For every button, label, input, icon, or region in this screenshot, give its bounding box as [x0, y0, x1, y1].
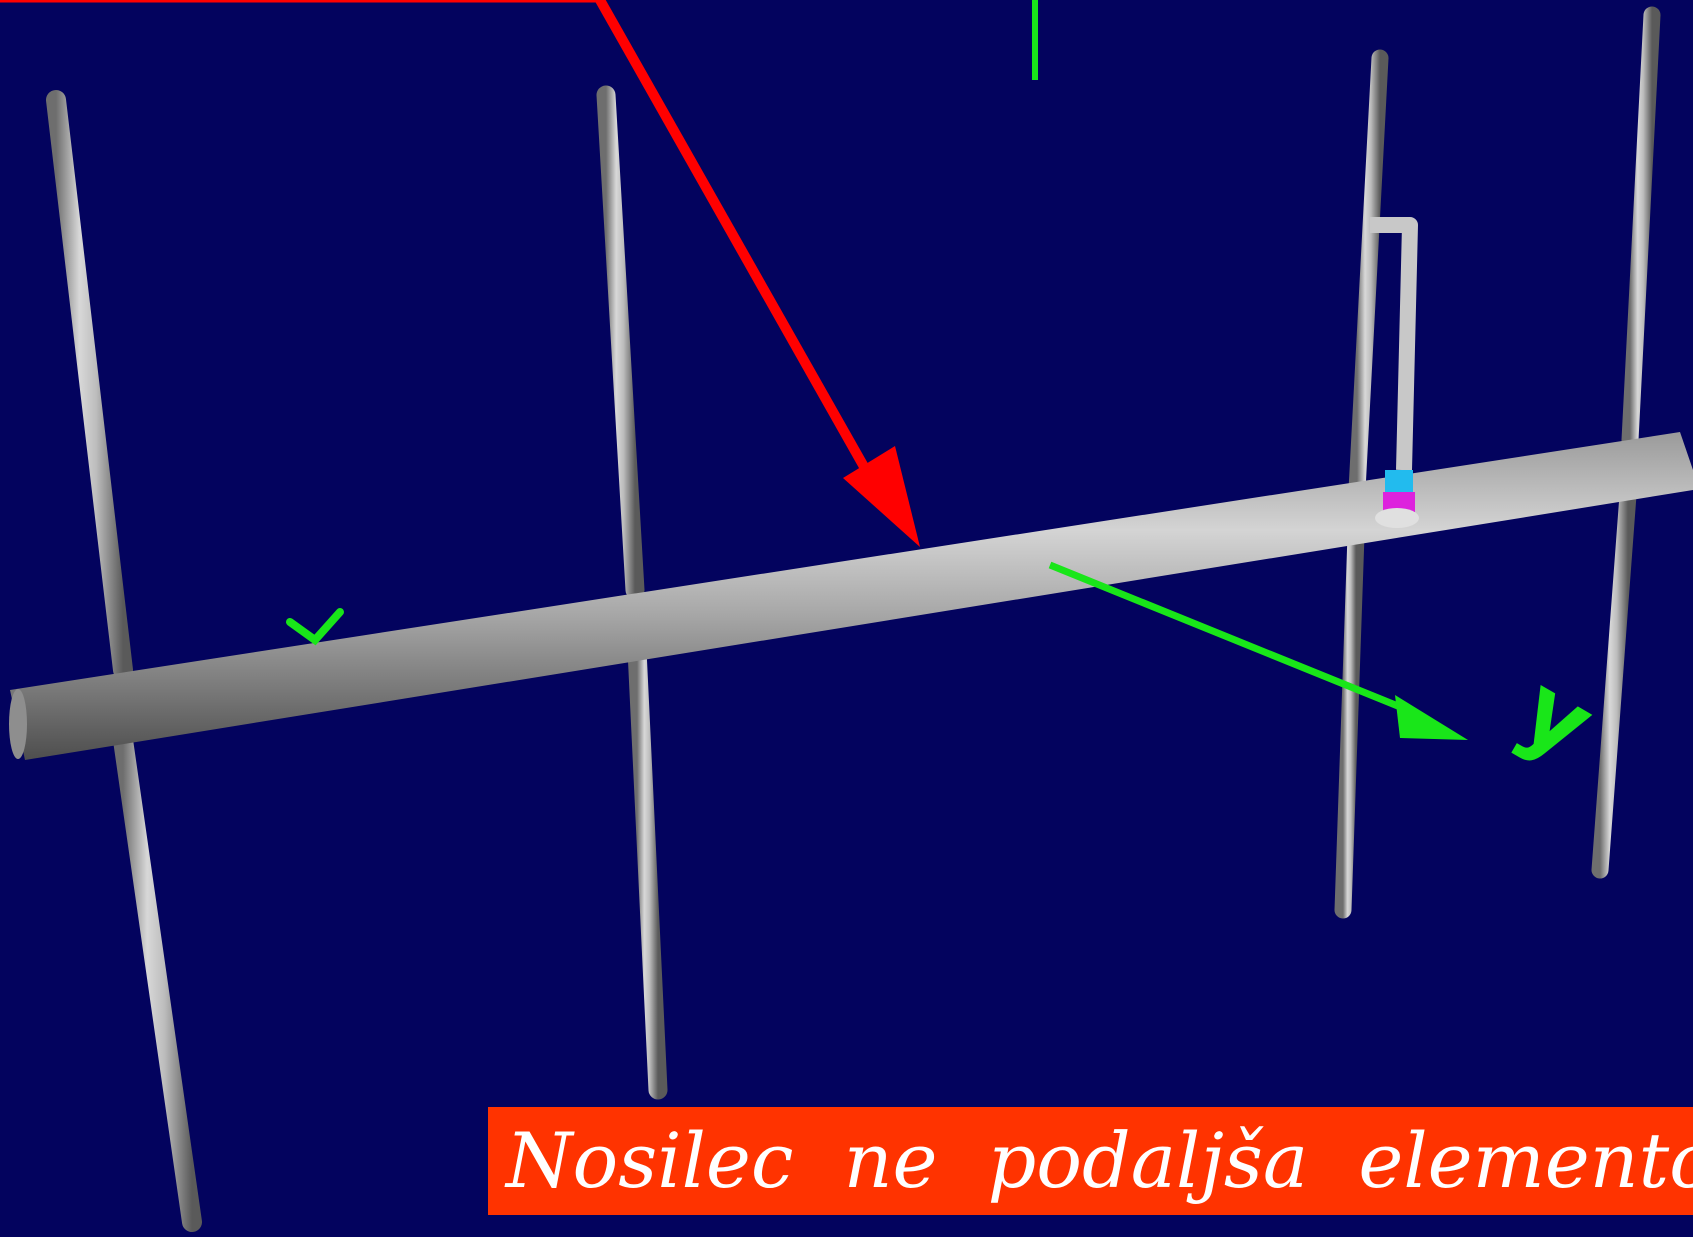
feed-connector-magenta	[1383, 492, 1415, 512]
pointer-arrow-line	[595, 0, 885, 498]
boom-end-cap	[9, 689, 27, 759]
element-5-lower	[1591, 486, 1637, 879]
folded-dipole-loop	[1370, 217, 1418, 471]
y-axis-arrowhead	[1395, 695, 1468, 740]
element-4-upper	[1348, 49, 1389, 499]
feed-connector-cyan	[1385, 470, 1413, 492]
element-1-lower	[113, 730, 202, 1232]
element-1-upper	[46, 90, 133, 680]
caption-text: Nosilec ne podaljša elementov	[506, 1116, 1693, 1205]
element-2-lower	[627, 640, 668, 1100]
y-axis-label: y	[1502, 653, 1612, 781]
element-5-upper	[1621, 6, 1661, 449]
feed-base	[1375, 508, 1419, 528]
y-axis-line	[1048, 561, 1422, 719]
pointer-arrowhead	[843, 446, 920, 547]
element-2-upper	[596, 85, 645, 600]
caption-banner: Nosilec ne podaljša elementov	[488, 1107, 1693, 1215]
element-4-lower	[1334, 526, 1365, 919]
boom-tube	[10, 432, 1693, 760]
axis-marker-v	[286, 608, 344, 646]
